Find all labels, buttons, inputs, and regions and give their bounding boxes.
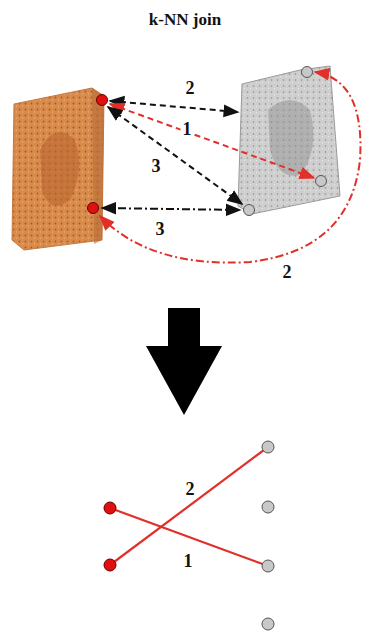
result-points (104, 441, 274, 630)
rank-number: 1 (182, 552, 195, 570)
rank-number: 3 (154, 220, 167, 238)
query-points (88, 95, 108, 214)
rank-number: 2 (281, 263, 294, 281)
candidate-points (244, 67, 327, 216)
rank-number: 2 (184, 79, 197, 97)
knn-arrows (100, 72, 360, 263)
rank-number: 1 (181, 120, 194, 138)
transform-arrow (146, 308, 222, 415)
rank-number: 3 (150, 157, 163, 175)
grey-point-cloud (238, 66, 340, 214)
orange-point-cloud (12, 88, 104, 250)
rank-number: 2 (184, 480, 197, 498)
matching-lines (110, 447, 268, 566)
diagram-title: k-NN join (149, 11, 221, 28)
